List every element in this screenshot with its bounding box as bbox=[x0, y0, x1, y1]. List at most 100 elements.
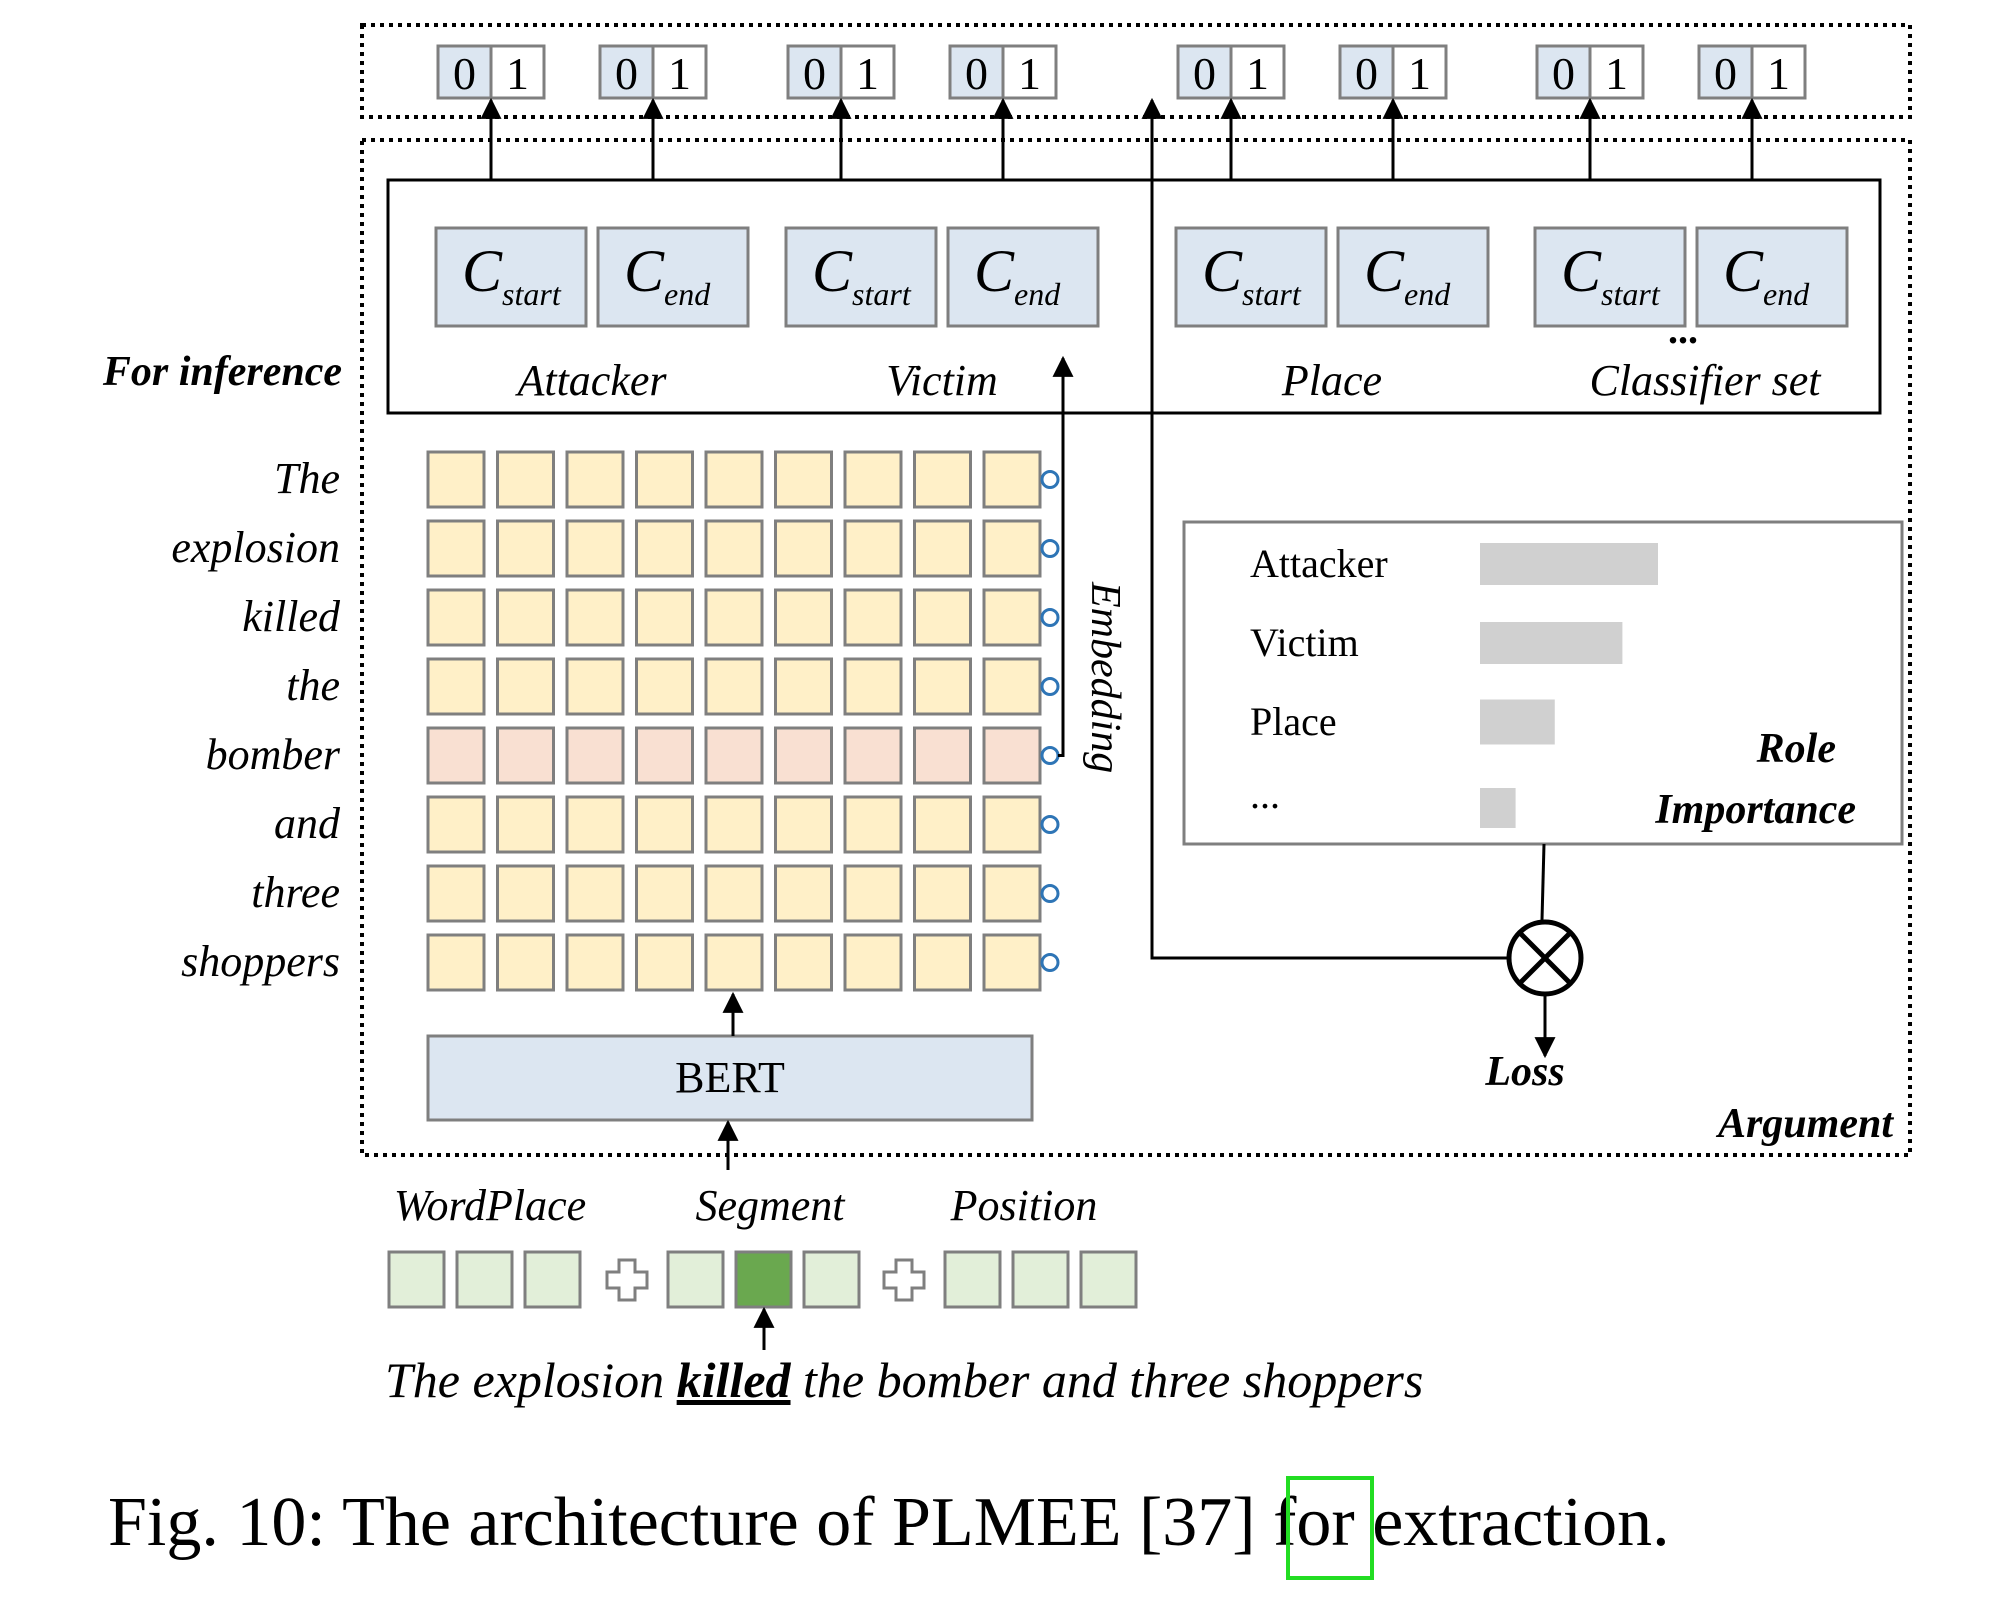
caption-suffix: ] for extraction. bbox=[1232, 1484, 1669, 1561]
classifier-end-box bbox=[1336, 226, 1490, 328]
output-bit-value: 1 bbox=[1605, 48, 1628, 99]
classifier-start-box bbox=[434, 226, 588, 328]
embedding-cell bbox=[565, 657, 625, 716]
embedding-cell bbox=[565, 933, 625, 992]
embedding-cell bbox=[426, 657, 486, 716]
role-importance-bar bbox=[1480, 788, 1516, 828]
output-bit-value: 0 bbox=[803, 48, 826, 99]
classifier-role-label: Victim bbox=[886, 356, 998, 405]
output-bit-value: 0 bbox=[1714, 48, 1737, 99]
token-label: bomber bbox=[206, 730, 341, 779]
token-label: shoppers bbox=[181, 937, 340, 986]
embedding-cell bbox=[843, 657, 903, 716]
embedding-cell-highlighted bbox=[565, 726, 625, 785]
classifier-start-box bbox=[1174, 226, 1328, 328]
output-bit-cell bbox=[1750, 44, 1807, 100]
embedding-label: Embedding bbox=[1082, 581, 1128, 773]
token-label: the bbox=[286, 661, 340, 710]
classifier-end-box bbox=[946, 226, 1100, 328]
embedding-cell bbox=[982, 519, 1042, 578]
embedding-input-cell bbox=[387, 1250, 446, 1309]
embedding-cell bbox=[496, 450, 555, 509]
embedding-cell bbox=[496, 864, 555, 923]
role-importance-panel: AttackerVictimPlace... bbox=[1182, 520, 1904, 846]
classifier-start-symbol: Cstart bbox=[1561, 238, 1661, 312]
plus-icon bbox=[605, 1258, 649, 1302]
token-label: three bbox=[251, 868, 340, 917]
embedding-cell bbox=[913, 450, 972, 509]
embedding-cell bbox=[774, 933, 833, 992]
embedding-cell bbox=[704, 795, 764, 854]
output-bit-value: 1 bbox=[1767, 48, 1790, 99]
embedding-cell bbox=[565, 519, 625, 578]
input-sentence: The explosion killed the bomber and thre… bbox=[385, 1352, 1423, 1408]
classifier-set-box bbox=[386, 178, 1882, 415]
role-importance-label: Victim bbox=[1250, 620, 1359, 665]
classifier-set-label: Classifier set bbox=[1589, 356, 1822, 405]
embedding-cell bbox=[843, 588, 903, 647]
embedding-cell bbox=[774, 588, 833, 647]
embedding-cell bbox=[704, 864, 764, 923]
embedding-cell-highlighted bbox=[843, 726, 903, 785]
embedding-cell bbox=[982, 864, 1042, 923]
embedding-cell bbox=[774, 450, 833, 509]
output-bit-cell bbox=[948, 44, 1005, 100]
classifier-end-symbol: Cend bbox=[974, 238, 1061, 312]
embedding-cell bbox=[982, 450, 1042, 509]
embedding-cell bbox=[913, 864, 972, 923]
caption-reference-link[interactable]: 37 bbox=[1162, 1484, 1232, 1561]
embedding-cell bbox=[496, 588, 555, 647]
output-bit-cell bbox=[1338, 44, 1395, 100]
reference-highlight-box bbox=[1286, 1476, 1374, 1580]
figure-caption: Fig. 10: The architecture of PLMEE [37] … bbox=[108, 1484, 1670, 1561]
token-output-circle bbox=[1040, 539, 1060, 558]
embedding-cell bbox=[774, 795, 833, 854]
classifier-subscript: start bbox=[852, 276, 912, 312]
embedding-cell bbox=[843, 450, 903, 509]
output-bit-cell bbox=[1229, 44, 1286, 100]
output-bit-cell bbox=[651, 44, 708, 100]
embedding-cell bbox=[913, 657, 972, 716]
embedding-cell bbox=[982, 588, 1042, 647]
multiply-cross-line bbox=[1518, 931, 1572, 985]
classifier-c-letter: C bbox=[1202, 238, 1243, 304]
embedding-cell bbox=[843, 933, 903, 992]
embedding-cell bbox=[913, 519, 972, 578]
classifier-subscript: start bbox=[502, 276, 562, 312]
classifier-subscript: start bbox=[1601, 276, 1661, 312]
token-output-circle bbox=[1040, 815, 1060, 834]
segment-trigger-cell bbox=[734, 1250, 793, 1309]
importance-to-multiply-line bbox=[1540, 843, 1546, 921]
embedding-cell bbox=[496, 933, 555, 992]
argument-label: Argument bbox=[1715, 1101, 1894, 1147]
output-bit-cell bbox=[1588, 44, 1645, 100]
embedding-cell bbox=[982, 657, 1042, 716]
caption-prefix: Fig. 10: The architecture of PLMEE [ bbox=[108, 1484, 1162, 1561]
output-bit-value: 0 bbox=[615, 48, 638, 99]
output-bit-value: 1 bbox=[1408, 48, 1431, 99]
embedding-input-cell bbox=[943, 1250, 1002, 1309]
embedding-cell bbox=[704, 588, 764, 647]
embedding-cell bbox=[565, 795, 625, 854]
embedding-cell-highlighted bbox=[774, 726, 833, 785]
output-bit-cell bbox=[1535, 44, 1592, 100]
output-bit-value: 1 bbox=[668, 48, 691, 99]
output-bit-value: 0 bbox=[1193, 48, 1216, 99]
role-importance-bar bbox=[1480, 699, 1555, 745]
output-bit-cell bbox=[1697, 44, 1754, 100]
embedding-cell bbox=[496, 657, 555, 716]
sentence-trigger: killed bbox=[677, 1352, 792, 1408]
token-output-circle bbox=[1040, 953, 1060, 972]
token-output-circle bbox=[1040, 608, 1060, 627]
plus-icon bbox=[882, 1258, 926, 1302]
embedding-cell-highlighted bbox=[982, 726, 1042, 785]
embedding-input-label: Position bbox=[950, 1181, 1098, 1230]
output-bit-value: 0 bbox=[453, 48, 476, 99]
classifier-start-box bbox=[784, 226, 938, 328]
embedding-cell bbox=[496, 795, 555, 854]
classifier-start-box bbox=[1533, 226, 1687, 328]
classifier-ellipsis: ... bbox=[1668, 307, 1698, 352]
embedding-to-classifier-arrow bbox=[1052, 355, 1074, 757]
